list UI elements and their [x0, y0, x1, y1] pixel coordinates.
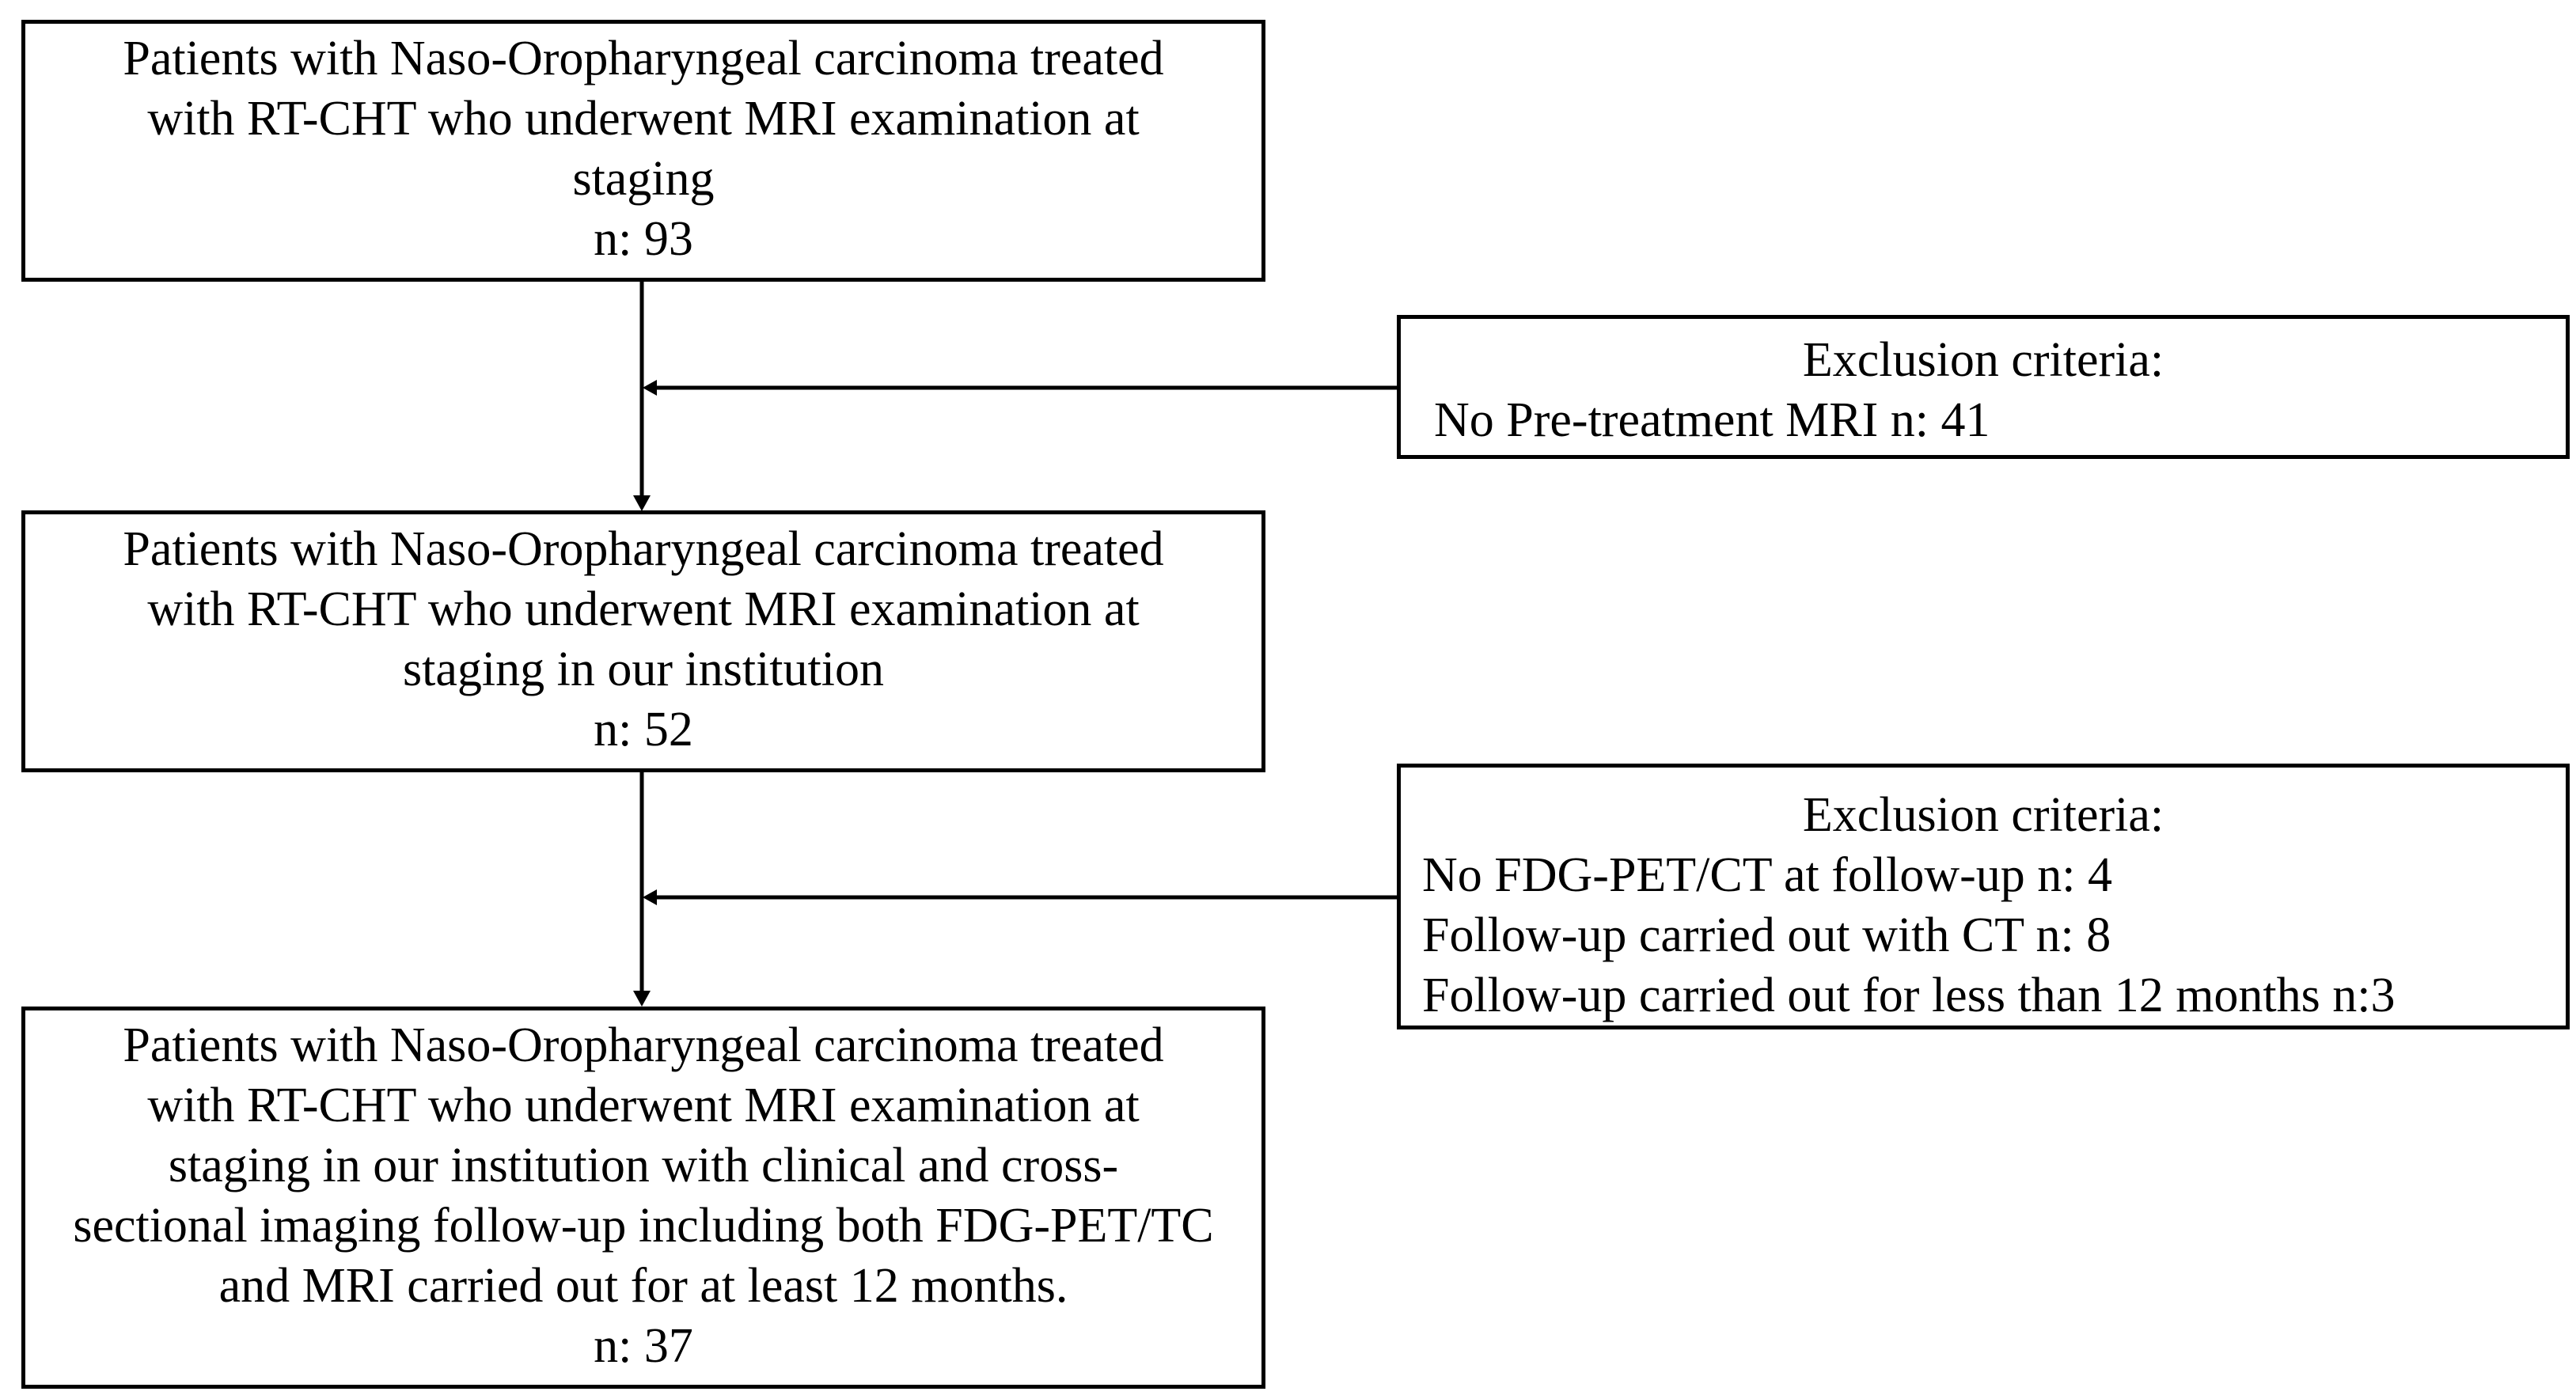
exclusion2-item: No FDG-PET/CT at follow-up n: 4 — [1422, 848, 2112, 902]
stage1-line: Patients with Naso-Oropharyngeal carcino… — [123, 32, 1164, 85]
stage3-count: n: 37 — [594, 1319, 693, 1373]
stage2-count: n: 52 — [594, 703, 693, 756]
stage1-count: n: 93 — [594, 212, 693, 266]
stage2-box: Patients with Naso-Oropharyngeal carcino… — [21, 510, 1265, 772]
arrowhead-exclusion1 — [643, 380, 657, 396]
stage1-box: Patients with Naso-Oropharyngeal carcino… — [21, 20, 1265, 282]
exclusion2-item: Follow-up carried out for less than 12 m… — [1422, 969, 2396, 1022]
arrowhead-exclusion2 — [643, 889, 657, 905]
stage1-line: with RT-CHT who underwent MRI examinatio… — [147, 92, 1140, 146]
stage2-line: staging in our institution — [403, 643, 884, 696]
exclusion2-item: Follow-up carried out with CT n: 8 — [1422, 908, 2111, 962]
stage3-line: Patients with Naso-Oropharyngeal carcino… — [123, 1018, 1164, 1072]
exclusion2-box: Exclusion criteria: No FDG-PET/CT at fol… — [1397, 764, 2570, 1029]
stage3-line: staging in our institution with clinical… — [168, 1139, 1119, 1192]
stage3-line: sectional imaging follow-up including bo… — [73, 1199, 1214, 1253]
exclusion1-heading: Exclusion criteria: — [1802, 333, 2164, 387]
exclusion1-item: No Pre-treatment MRI n: 41 — [1434, 393, 1990, 447]
arrowhead-stage3 — [633, 991, 651, 1007]
stage2-line: with RT-CHT who underwent MRI examinatio… — [147, 582, 1140, 636]
arrowhead-stage2 — [633, 495, 651, 511]
stage1-line: staging — [572, 152, 715, 206]
stage3-line: with RT-CHT who underwent MRI examinatio… — [147, 1079, 1140, 1132]
exclusion1-box: Exclusion criteria: No Pre-treatment MRI… — [1397, 315, 2570, 459]
stage3-line: and MRI carried out for at least 12 mont… — [218, 1259, 1068, 1313]
stage3-box: Patients with Naso-Oropharyngeal carcino… — [21, 1007, 1265, 1389]
stage2-line: Patients with Naso-Oropharyngeal carcino… — [123, 522, 1164, 576]
exclusion2-heading: Exclusion criteria: — [1802, 788, 2164, 842]
